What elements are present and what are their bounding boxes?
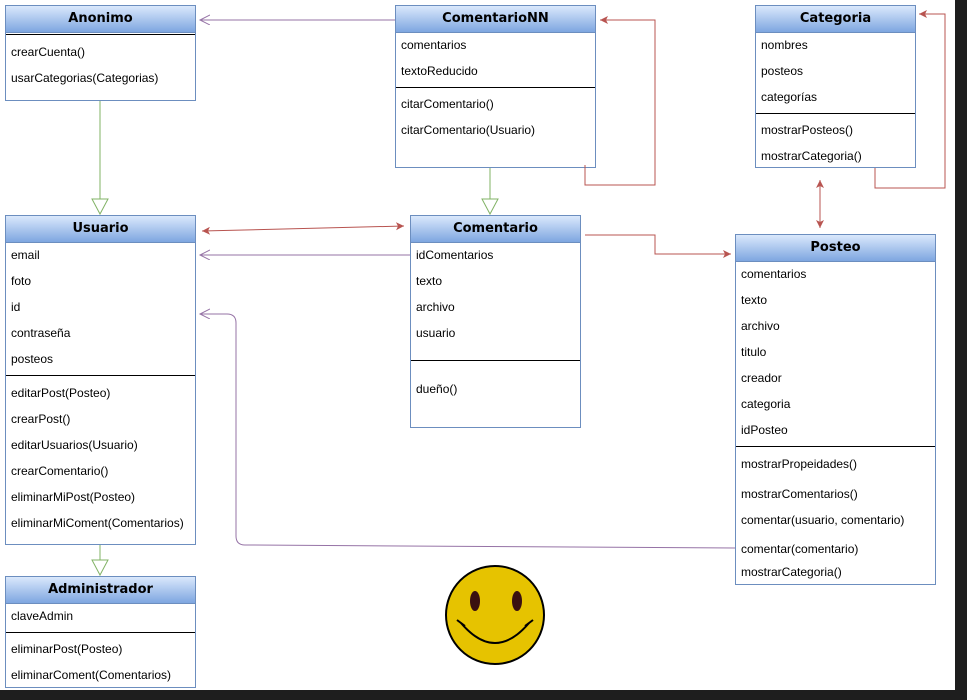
class-posteo-attr-6: categoria	[741, 397, 791, 411]
class-anonimo-method-1: crearCuenta()	[11, 45, 86, 59]
class-comentario-attr-3: archivo	[416, 300, 455, 314]
class-anonimo-separator	[6, 34, 195, 35]
class-administrador[interactable]: Administrador claveAdmin eliminarPost(Po…	[5, 576, 196, 688]
class-usuario-method-1: editarPost(Posteo)	[11, 386, 111, 400]
class-posteo-method-3: comentar(usuario, comentario)	[741, 513, 905, 527]
class-usuario-attr-5: posteos	[11, 352, 54, 366]
class-posteo-method-2: mostrarComentarios()	[741, 487, 858, 501]
class-posteo-attr-4: titulo	[741, 345, 767, 359]
edge-comentario-posteo	[585, 234, 731, 258]
class-usuario-method-3: editarUsuarios(Usuario)	[11, 438, 138, 452]
class-comentarionn-method-2: citarComentario(Usuario)	[401, 123, 536, 137]
class-administrador-title: Administrador	[6, 577, 195, 604]
class-categoria-attr-3: categorías	[761, 90, 818, 104]
class-categoria[interactable]: Categoria nombres posteos categorías mos…	[755, 5, 916, 168]
class-comentario-title: Comentario	[411, 216, 580, 243]
smiley-face-icon	[445, 565, 545, 665]
class-comentario-attr-2: texto	[416, 274, 443, 288]
class-categoria-method-1: mostrarPosteos()	[761, 123, 854, 137]
class-posteo[interactable]: Posteo comentarios texto archivo titulo …	[735, 234, 936, 585]
class-categoria-method-2: mostrarCategoria()	[761, 149, 862, 163]
class-administrador-method-2: eliminarComent(Comentarios)	[11, 668, 172, 682]
class-posteo-method-1: mostrarPropeidades()	[741, 457, 858, 471]
class-comentario-attr-1: idComentarios	[416, 248, 494, 262]
class-comentarionn-attr-1: comentarios	[401, 38, 467, 52]
class-posteo-method-5: mostrarCategoria()	[741, 565, 842, 579]
class-categoria-title: Categoria	[756, 6, 915, 33]
class-comentarionn-separator	[396, 87, 595, 88]
class-anonimo-method-2: usarCategorias(Categorias)	[11, 71, 159, 85]
class-usuario-attr-3: id	[11, 300, 21, 314]
class-posteo-attr-3: archivo	[741, 319, 780, 333]
class-posteo-attr-1: comentarios	[741, 267, 807, 281]
class-posteo-title: Posteo	[736, 235, 935, 262]
class-usuario-method-2: crearPost()	[11, 412, 71, 426]
class-usuario[interactable]: Usuario email foto id contraseña posteos…	[5, 215, 196, 545]
diagram-canvas: Anonimo crearCuenta() usarCategorias(Cat…	[0, 0, 955, 690]
class-usuario-method-4: crearComentario()	[11, 464, 109, 478]
class-comentarionn[interactable]: ComentarioNN comentarios textoReducido c…	[395, 5, 596, 168]
class-usuario-method-6: eliminarMiComent(Comentarios)	[11, 516, 184, 530]
class-usuario-title: Usuario	[6, 216, 195, 243]
class-anonimo[interactable]: Anonimo crearCuenta() usarCategorias(Cat…	[5, 5, 196, 101]
class-usuario-separator	[6, 375, 195, 376]
class-comentario-attr-4: usuario	[416, 326, 456, 340]
class-usuario-attr-1: email	[11, 248, 40, 262]
class-comentarionn-attr-2: textoReducido	[401, 64, 478, 78]
class-administrador-separator	[6, 632, 195, 633]
class-usuario-attr-2: foto	[11, 274, 32, 288]
class-usuario-attr-4: contraseña	[11, 326, 71, 340]
class-anonimo-title: Anonimo	[6, 6, 195, 33]
class-administrador-method-1: eliminarPost(Posteo)	[11, 642, 123, 656]
class-posteo-separator	[736, 446, 935, 447]
class-categoria-attr-2: posteos	[761, 64, 804, 78]
edge-usuario-comentario	[201, 222, 405, 235]
class-posteo-method-4: comentar(comentario)	[741, 542, 859, 556]
class-comentario-method-1: dueño()	[416, 382, 458, 396]
class-comentarionn-title: ComentarioNN	[396, 6, 595, 33]
class-categoria-attr-1: nombres	[761, 38, 808, 52]
class-comentarionn-method-1: citarComentario()	[401, 97, 494, 111]
class-posteo-attr-2: texto	[741, 293, 768, 307]
class-usuario-method-5: eliminarMiPost(Posteo)	[11, 490, 136, 504]
class-comentario[interactable]: Comentario idComentarios texto archivo u…	[410, 215, 581, 428]
class-posteo-attr-5: creador	[741, 371, 782, 385]
class-administrador-attr-1: claveAdmin	[11, 609, 74, 623]
class-posteo-attr-7: idPosteo	[741, 423, 788, 437]
class-categoria-separator	[756, 113, 915, 114]
class-comentario-separator	[411, 360, 580, 361]
